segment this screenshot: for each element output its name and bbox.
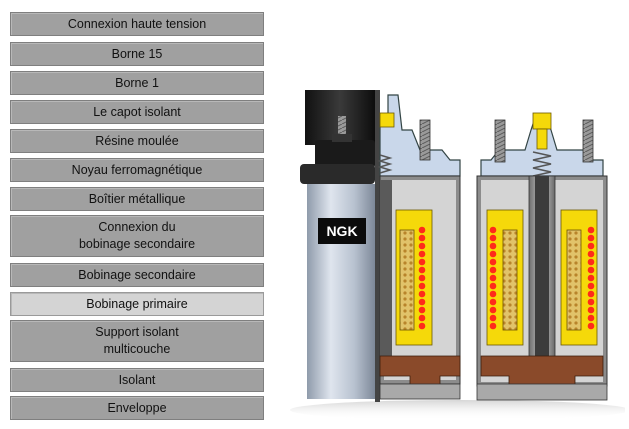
coil-right-section bbox=[476, 112, 608, 401]
coil-casing-exterior bbox=[307, 184, 375, 399]
ngk-badge bbox=[318, 218, 366, 244]
menu-item-support-isolant-multicouche[interactable]: Support isolant multicouche bbox=[10, 320, 264, 362]
menu-item-borne-15[interactable]: Borne 15 bbox=[10, 42, 264, 66]
core-center bbox=[535, 176, 549, 376]
primary-winding-left bbox=[489, 226, 497, 330]
terminal-post-left bbox=[494, 119, 506, 163]
primary-winding-right bbox=[587, 226, 595, 330]
secondary-winding-left bbox=[502, 229, 518, 331]
secondary-winding bbox=[399, 229, 415, 331]
ht-connector bbox=[379, 112, 395, 128]
spring bbox=[532, 151, 552, 177]
ignition-coil-diagram: NGK bbox=[290, 90, 625, 420]
ferromagnetic-core bbox=[380, 180, 392, 370]
menu-item-noyau-ferromagnetique[interactable]: Noyau ferromagnétique bbox=[10, 158, 264, 182]
casing-bottom bbox=[379, 383, 461, 400]
ht-connector-stem bbox=[536, 128, 548, 150]
menu-item-capot-isolant[interactable]: Le capot isolant bbox=[10, 100, 264, 124]
ngk-label: NGK bbox=[326, 223, 357, 239]
coil-cap-ring bbox=[300, 164, 375, 184]
terminal-post bbox=[419, 119, 431, 161]
coil-cap-collar bbox=[315, 140, 375, 168]
secondary-winding-right bbox=[566, 229, 582, 331]
ht-connector bbox=[532, 112, 552, 130]
spring bbox=[377, 154, 393, 174]
menu-item-isolant[interactable]: Isolant bbox=[10, 368, 264, 392]
menu-item-resine-moulee[interactable]: Résine moulée bbox=[10, 129, 264, 153]
menu-item-enveloppe[interactable]: Enveloppe bbox=[10, 396, 264, 420]
floor-shadow bbox=[290, 400, 625, 420]
menu-item-bobinage-primaire[interactable]: Bobinage primaire bbox=[10, 292, 264, 316]
menu-item-connexion-haute-tension[interactable]: Connexion haute tension bbox=[10, 12, 264, 36]
menu-item-borne-1[interactable]: Borne 1 bbox=[10, 71, 264, 95]
menu-item-boitier-metallique[interactable]: Boîtier métallique bbox=[10, 187, 264, 211]
terminal-screw bbox=[338, 116, 346, 138]
primary-winding bbox=[418, 226, 426, 330]
menu-item-connexion-bobinage-secondaire[interactable]: Connexion du bobinage secondaire bbox=[10, 215, 264, 257]
casing-bottom bbox=[476, 383, 608, 401]
menu-item-bobinage-secondaire[interactable]: Bobinage secondaire bbox=[10, 263, 264, 287]
terminal-post-right bbox=[582, 119, 594, 163]
cut-edge bbox=[375, 90, 380, 402]
terminal-nut bbox=[332, 134, 352, 142]
coil-left: NGK bbox=[300, 90, 461, 402]
